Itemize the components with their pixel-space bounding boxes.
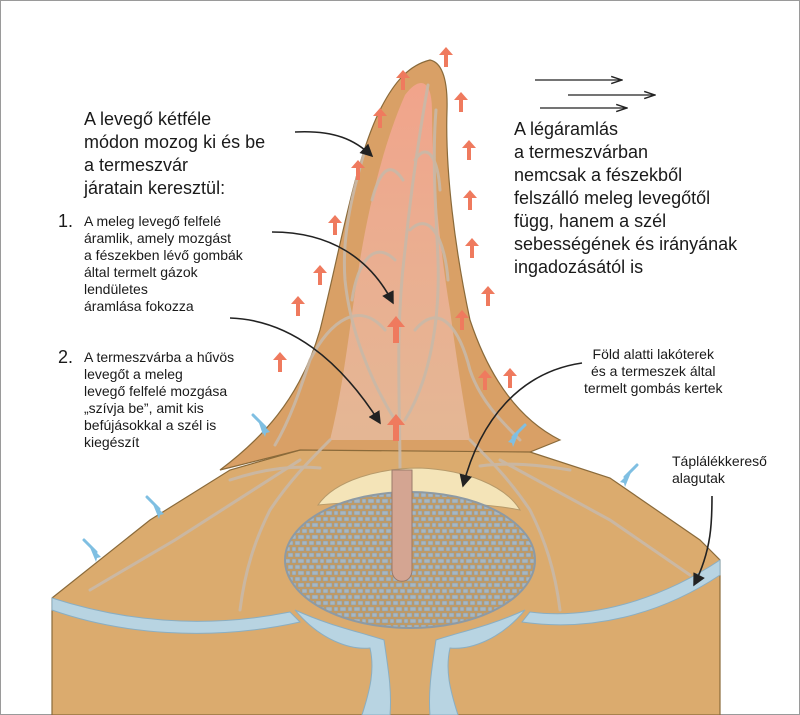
leader-item-2 [229,317,381,425]
intro-text: A levegő kétféle módon mozog ki és be a … [84,109,266,198]
cool-air-channels [51,559,721,715]
leader-item-1 [271,231,394,305]
item-1-text: A meleg levegő felfelé áramlik, amely mo… [84,213,243,314]
tunnels-label: Táplálékkereső alagutak [672,453,767,486]
leader-underground [459,362,583,488]
wind-arrows-icon [535,80,655,108]
item-1-number: 1. [58,211,74,231]
underground-label: Föld alatti lakóterek és a termeszek ált… [584,346,723,396]
gallery-network [88,83,692,612]
wind-note: A légáramlás a termeszvárban nemcsak a f… [514,119,738,277]
warm-air-arrow-icon [273,47,517,441]
leader-intro [294,130,374,158]
item-2-text: A termeszvárba a hűvös levegőt a meleg l… [84,349,235,450]
leader-tunnels [693,495,713,587]
item-2-number: 2. [58,347,74,367]
warm-air-column [330,83,470,440]
central-chimney [391,469,413,582]
